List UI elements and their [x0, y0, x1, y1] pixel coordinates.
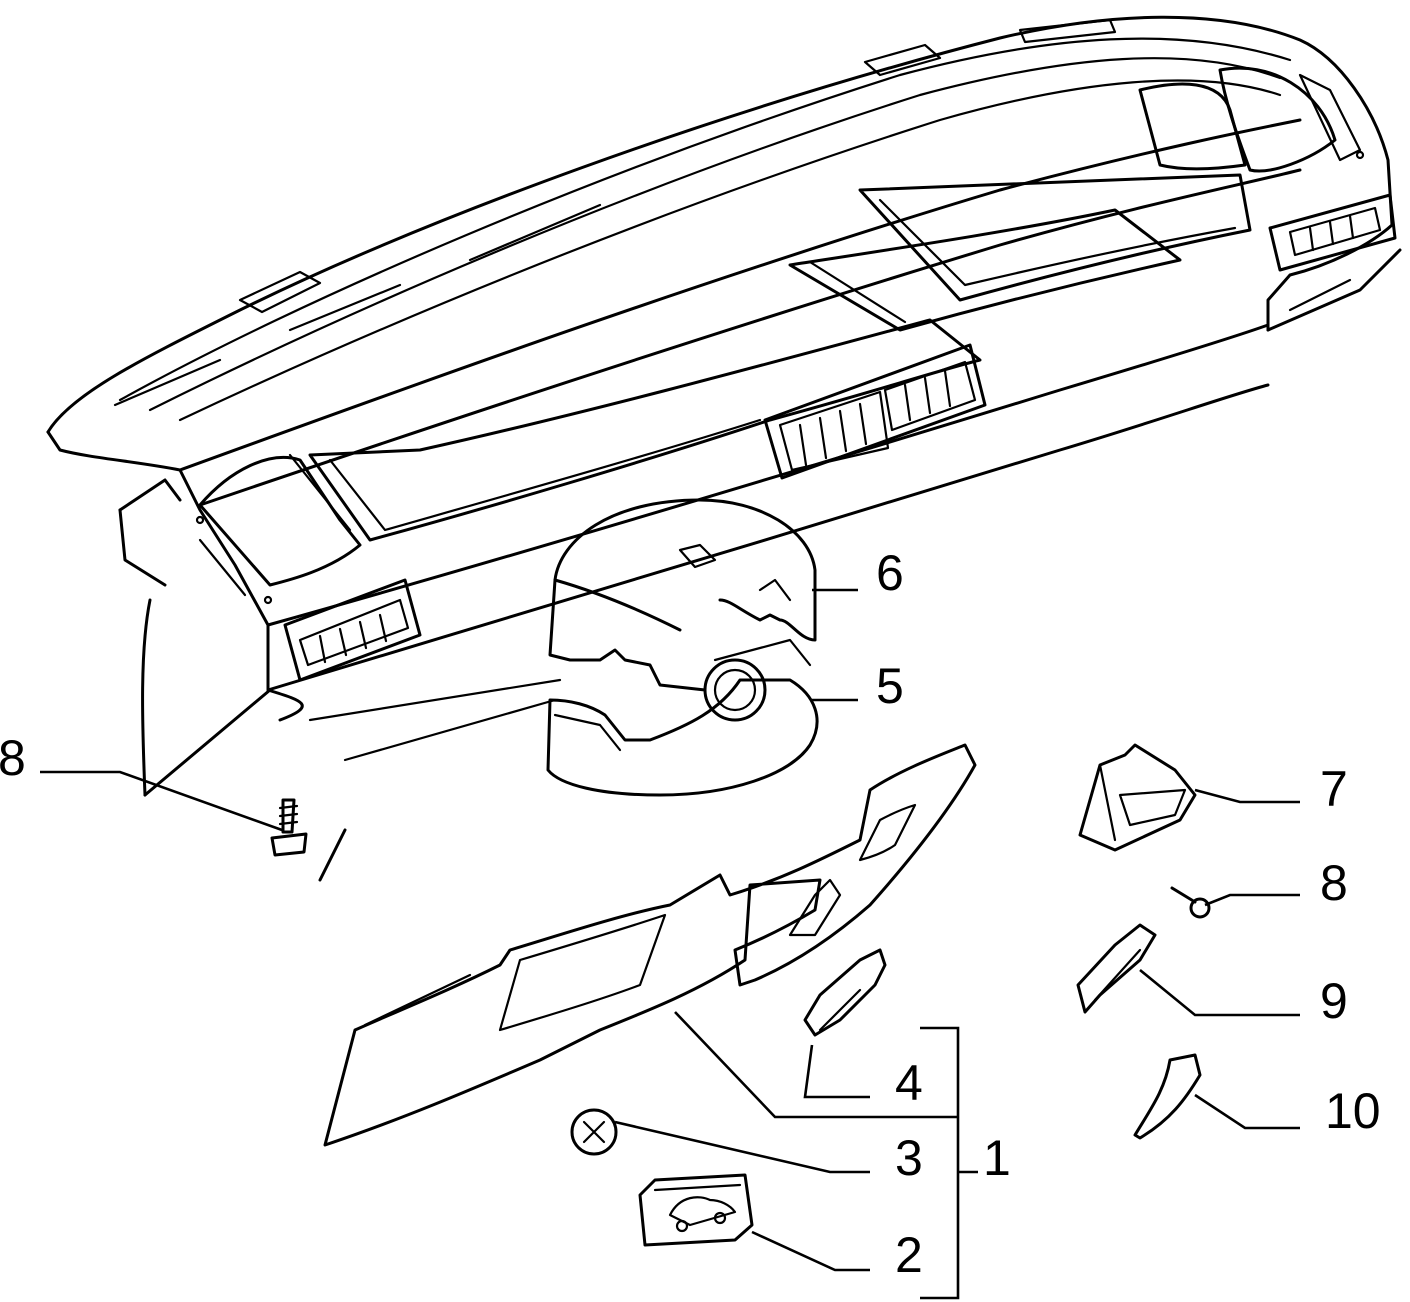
part-4-clip	[803, 948, 887, 1037]
callout-10: 10	[1325, 1083, 1381, 1139]
leader-lines	[40, 588, 1300, 1300]
part-9-trim-piece	[1076, 923, 1157, 1014]
callout-5: 5	[876, 658, 904, 714]
callout-7: 7	[1320, 761, 1348, 817]
callout-2: 2	[895, 1227, 923, 1283]
part-2-release-handle	[638, 1173, 754, 1247]
dashboard-panel	[46, 15, 1402, 882]
callout-6: 6	[876, 545, 904, 601]
column-shroud-lower	[546, 638, 819, 797]
callout-1: 1	[983, 1130, 1011, 1186]
part-8-screw-left	[270, 798, 308, 857]
callout-labels: 6 5 8 7 8 9 10 4 3 1 2	[0, 545, 1381, 1283]
part-8-screw-right	[1170, 886, 1211, 919]
callout-3: 3	[895, 1130, 923, 1186]
callout-4: 4	[895, 1055, 923, 1111]
part-3-grommet	[570, 1108, 618, 1156]
callout-8-right: 8	[1320, 855, 1348, 911]
part-7-bezel	[1078, 743, 1197, 852]
callout-8-left: 8	[0, 730, 26, 786]
lower-trim-panel	[323, 743, 977, 1147]
column-shroud-upper	[548, 498, 817, 692]
part-10-trim-piece	[1133, 1053, 1202, 1140]
callout-9: 9	[1320, 973, 1348, 1029]
